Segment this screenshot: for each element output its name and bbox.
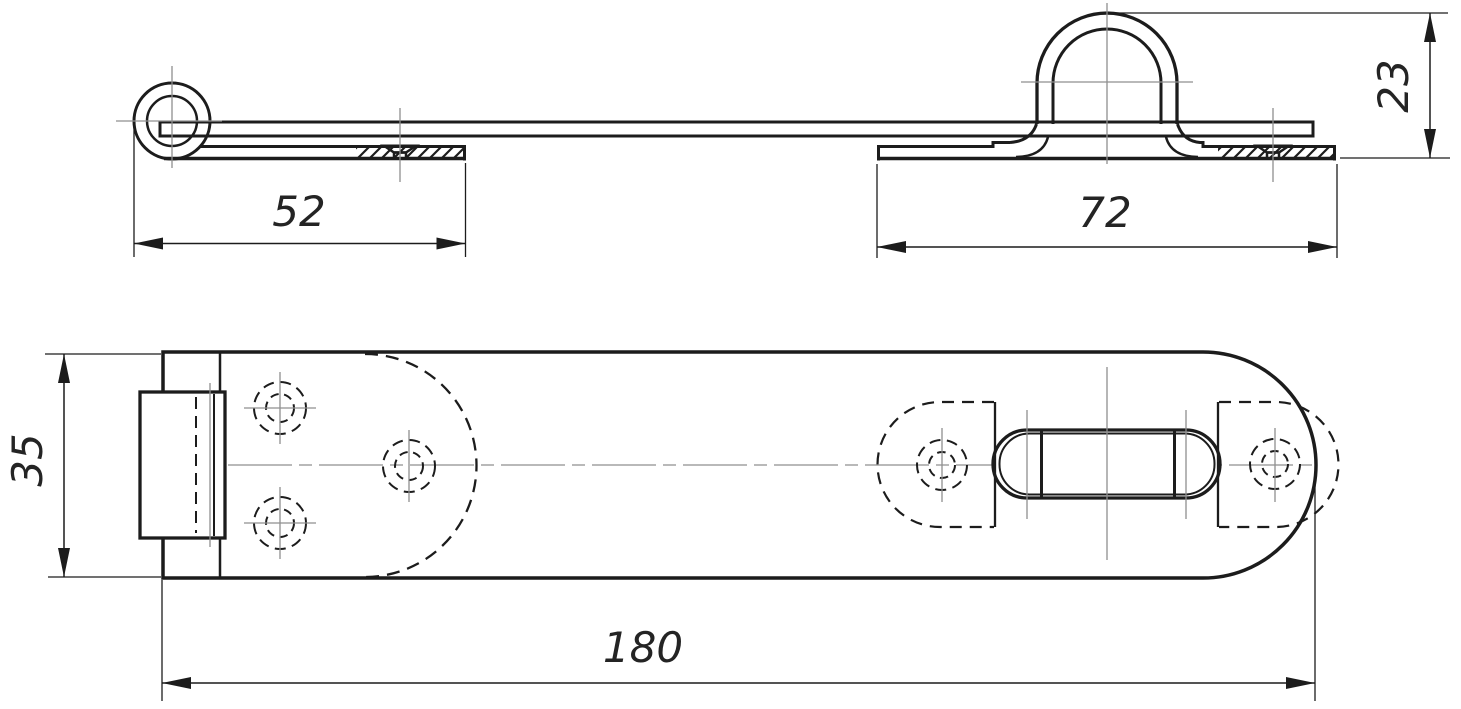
dim-label-72: 72	[1078, 188, 1131, 237]
hasp-strap-edge	[158, 120, 1315, 138]
dim-label-52: 52	[272, 187, 325, 236]
dim-label-23: 23	[1369, 59, 1418, 112]
slot-and-loop	[991, 367, 1222, 560]
plan-view	[138, 350, 1340, 580]
staple-fillet-right-inner	[1164, 136, 1199, 159]
hidden-hole-bottom-left	[244, 487, 316, 559]
hidden-leaf-arc	[364, 352, 478, 579]
staple-fillet-left-outer	[1009, 123, 1038, 144]
hidden-hole-top-left	[244, 372, 316, 444]
staple-top-right-step	[1176, 123, 1334, 148]
dimension-72: 72	[876, 164, 1338, 258]
dimension-180: 180	[161, 477, 1316, 701]
dimension-23: 23	[1112, 12, 1450, 159]
side-view	[116, 3, 1336, 182]
left-leaf-hatch	[356, 147, 464, 158]
hinge-knuckle	[138, 383, 227, 547]
hidden-staple-plate	[876, 400, 1340, 529]
dimension-35: 35	[3, 353, 161, 578]
dim-label-35: 35	[3, 433, 52, 486]
dimension-52: 52	[133, 127, 467, 257]
dim-label-180: 180	[603, 623, 683, 672]
staple-top-left-step	[878, 141, 1010, 148]
staple-fillet-left-inner	[1015, 136, 1050, 159]
hidden-hole-center	[382, 430, 436, 502]
